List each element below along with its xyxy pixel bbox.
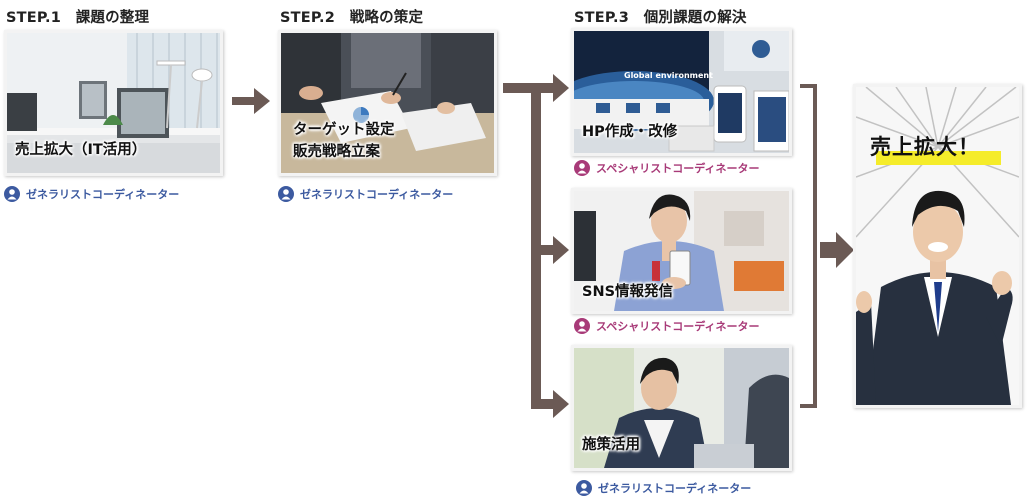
businessman-cheering-image	[856, 87, 1019, 405]
strategy-caption-line1: ターゲット設定	[293, 122, 395, 138]
arrow-right-icon	[531, 236, 569, 264]
person-magenta-icon	[574, 160, 590, 176]
merge-bracket	[800, 84, 854, 408]
strategy-photo-card: ターゲット設定 販売戦略立案	[278, 30, 497, 176]
sns-role-label: スペシャリストコーディネーター	[574, 318, 759, 334]
sns-caption: SNS情報発信	[582, 284, 674, 300]
meeting-image	[281, 33, 494, 173]
strategy-role-text: ゼネラリストコーディネーター	[300, 188, 454, 201]
office-photo-card: 売上拡大（IT活用）	[4, 30, 223, 176]
arrow-right-icon	[232, 88, 270, 114]
hp-role-text: スペシャリストコーディネーター	[596, 162, 760, 175]
hp-role-label: スペシャリストコーディネーター	[574, 160, 759, 176]
arrow-right-icon	[531, 74, 569, 102]
result-photo-card: 売上拡大！	[853, 84, 1022, 408]
person-blue-icon	[4, 186, 20, 202]
man-meeting-image	[574, 348, 789, 468]
sns-photo-card: SNS情報発信	[571, 188, 792, 314]
step3-title: STEP.3 個別課題の解決	[574, 10, 747, 26]
branch-arrows	[503, 74, 569, 418]
step2-title: STEP.2 戦略の策定	[280, 10, 424, 26]
step1-title: STEP.1 課題の整理	[6, 10, 150, 26]
strategy-caption-line2: 販売戦略立案	[293, 144, 380, 160]
policy-role-label: ゼネラリストコーディネーター	[576, 480, 751, 496]
result-highlight	[876, 151, 1001, 165]
strategy-role-label: ゼネラリストコーディネーター	[278, 186, 453, 202]
it-role-label: ゼネラリストコーディネーター	[4, 186, 179, 202]
person-magenta-icon	[574, 318, 590, 334]
policy-role-text: ゼネラリストコーディネーター	[598, 482, 752, 495]
policy-caption: 施策活用	[582, 437, 640, 453]
sns-role-text: スペシャリストコーディネーター	[596, 320, 760, 333]
person-blue-icon	[576, 480, 592, 496]
arrow-right-icon	[820, 232, 854, 268]
hp-photo-card: Global environment HP作成・改修	[571, 28, 792, 156]
it-caption: 売上拡大（IT活用）	[15, 142, 147, 158]
woman-smartphone-image	[574, 191, 789, 311]
hp-caption: HP作成・改修	[582, 124, 678, 140]
office-image	[7, 33, 220, 173]
policy-photo-card: 施策活用	[571, 345, 792, 471]
arrow-right-icon	[531, 390, 569, 418]
it-role-text: ゼネラリストコーディネーター	[26, 188, 180, 201]
website-image	[574, 31, 789, 153]
result-label: 売上拡大！	[870, 135, 980, 159]
screen-text: Global environment	[624, 71, 713, 80]
person-blue-icon	[278, 186, 294, 202]
